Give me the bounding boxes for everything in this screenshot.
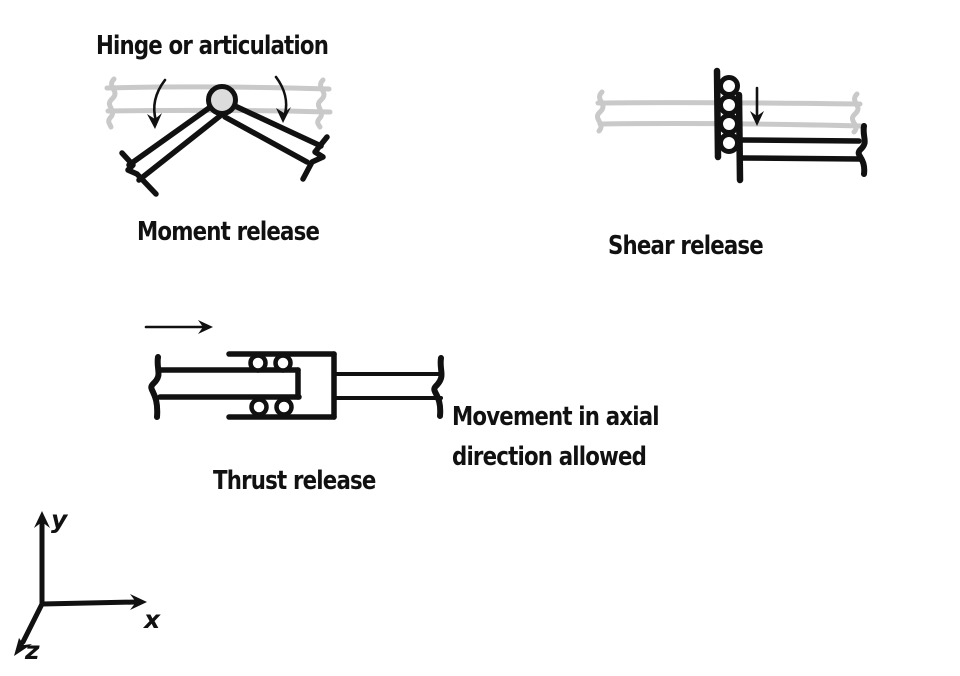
shear-release-drawing	[595, 67, 868, 184]
y-axis-label: y	[51, 505, 68, 534]
z-axis-arrow-head	[14, 638, 32, 656]
roller-icon	[273, 353, 293, 373]
z-axis-line	[20, 601, 45, 645]
displaced-beam	[738, 123, 868, 177]
roller-icon	[249, 397, 269, 417]
axial-arrow-icon	[144, 320, 213, 334]
x-axis-arrow-head	[130, 594, 147, 610]
y-axis-arrow-head	[34, 511, 50, 528]
hinged-beams	[119, 84, 330, 197]
roller-icon	[718, 94, 740, 116]
rotation-arrow-left-head	[147, 113, 162, 129]
rotation-arrow-left-icon	[147, 78, 167, 129]
rotation-arrow-right-shaft	[274, 75, 288, 116]
x-axis-label: x	[144, 605, 161, 634]
thrust-release-caption: Thrust release	[213, 466, 376, 496]
hinge-articulation-title: Hinge or articulation	[96, 31, 329, 61]
down-arrow-icon	[750, 86, 764, 126]
joint-left-plate	[713, 67, 722, 161]
rotation-arrow-right-head	[276, 107, 291, 123]
outer-beam-break-mark	[431, 355, 445, 419]
right-beam-break-mark	[300, 134, 330, 182]
telescoping-sleeve	[226, 351, 337, 420]
faded-beam-right-break-mark	[850, 91, 861, 135]
left-beam-break-mark	[119, 150, 159, 197]
roller-icon	[718, 132, 740, 154]
roller-icon	[248, 353, 268, 373]
right-beam-bottom-edge	[222, 114, 310, 165]
moment-release-caption: Moment release	[137, 217, 320, 247]
x-axis-line	[39, 599, 139, 607]
hinge-pin-icon	[206, 84, 238, 116]
faded-beam-left-break-mark	[106, 76, 118, 130]
inner-beam-break-mark	[148, 354, 162, 420]
beam-break-mark	[855, 123, 868, 177]
shear-release-caption: Shear release	[608, 231, 764, 261]
shear-slide-joint	[713, 67, 744, 184]
right-beam-top-edge	[232, 103, 324, 149]
rotation-arrow-left-shaft	[153, 78, 167, 123]
roller-icon	[274, 397, 294, 417]
outer-beam	[332, 355, 445, 419]
roller-icon	[718, 113, 740, 135]
thrust-release-drawing	[144, 320, 445, 420]
down-arrow-head	[750, 111, 764, 126]
beam-bottom-edge	[738, 155, 863, 162]
faded-beam-right-break-mark	[315, 77, 327, 130]
axial-arrow-head	[198, 320, 213, 334]
left-beam-bottom-edge	[136, 113, 223, 183]
inner-beam	[148, 354, 302, 420]
z-axis-label: z	[25, 636, 40, 665]
left-beam-top-edge	[126, 105, 212, 168]
rotation-arrow-right-icon	[274, 75, 291, 123]
axial-note-line-1: Movement in axial	[452, 402, 660, 432]
faded-beam-left-break-mark	[595, 89, 606, 134]
axial-note-line-2: direction allowed	[452, 442, 647, 472]
coordinate-axes	[14, 511, 147, 656]
beam-top-edge	[738, 137, 862, 144]
moment-release-drawing	[104, 75, 333, 197]
roller-icon	[718, 75, 740, 97]
